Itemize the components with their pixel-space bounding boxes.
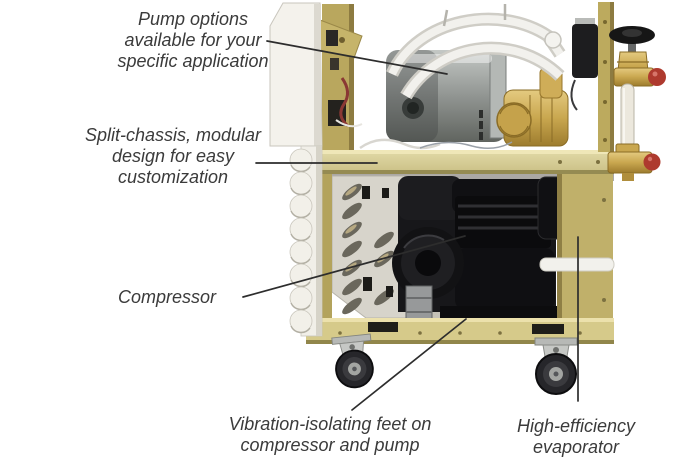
side-panel [269, 2, 323, 337]
caster-right [534, 337, 578, 395]
red-cap-lower [643, 153, 661, 171]
callout-split-chassis: Split-chassis, modular design for easy c… [84, 125, 262, 188]
red-wire [339, 77, 350, 128]
leader-lines [242, 40, 579, 411]
compressor-base-feet [440, 306, 558, 320]
compressor-unit [392, 176, 558, 331]
chassis-shelf [300, 150, 614, 174]
callout-vibration-feet: Vibration-isolating feet on compressor a… [228, 414, 432, 456]
leader-compressor [242, 235, 466, 298]
leader-vibration-feet [351, 318, 467, 411]
white-tube [539, 257, 615, 272]
tube-elbow-fitting [544, 31, 562, 49]
frame-left-edge [322, 174, 332, 320]
sight-glass [615, 83, 640, 155]
red-cap-upper [648, 68, 666, 86]
callout-pump-options: Pump options available for your specific… [117, 9, 269, 72]
wiring [359, 138, 513, 150]
pump-head [496, 67, 569, 147]
frame-right-column [598, 2, 614, 152]
solenoid-coil [570, 18, 598, 111]
port-fitting-upper [613, 67, 666, 87]
frame-right-panel [539, 174, 615, 322]
clear-tubing [386, 4, 566, 100]
leader-pump [266, 40, 448, 75]
tee-fitting-lower [607, 151, 661, 181]
callout-compressor: Compressor [117, 287, 217, 307]
shelf-shadow [332, 174, 614, 181]
frame-left-column [319, 4, 363, 150]
callout-evaporator: High-efficiency evaporator [516, 416, 636, 458]
